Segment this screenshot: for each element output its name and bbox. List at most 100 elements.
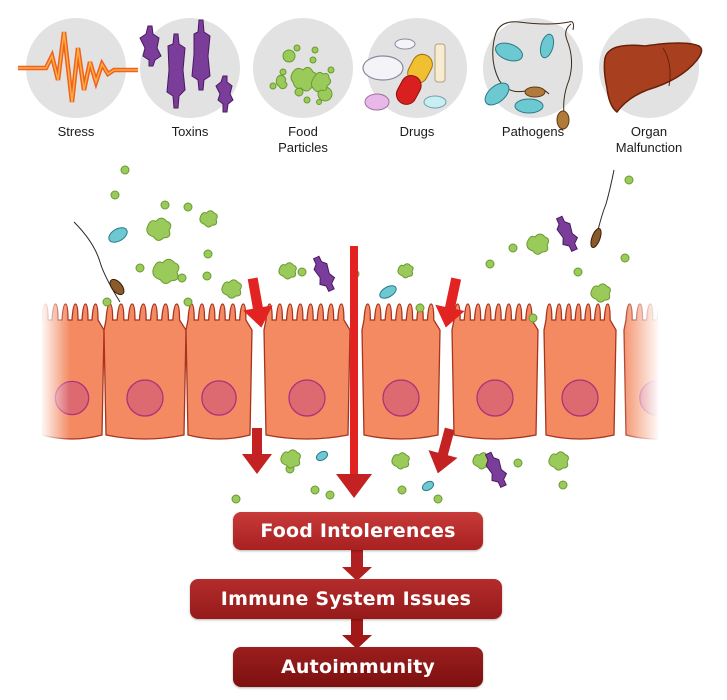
cause-label: Drugs: [399, 124, 435, 139]
flagellate-pathogen-right: [590, 169, 615, 248]
food-particle: [110, 190, 120, 200]
food-particle: [183, 202, 193, 212]
bacterium: [379, 285, 397, 299]
food-particle-cluster: [152, 258, 180, 284]
food-particle: [513, 458, 523, 468]
box-label: Autoimmunity: [281, 656, 435, 678]
stress-icon-disc: [18, 18, 138, 118]
toxins-icon-disc: [139, 18, 240, 118]
cause-label: Toxins: [171, 124, 209, 139]
food-particle-cluster: [221, 279, 242, 299]
bacteria-icon: [484, 21, 574, 130]
bacterium: [421, 480, 435, 492]
cause-label-line: Food: [288, 124, 318, 139]
food-particle-cluster: [397, 263, 414, 279]
pills-icon: [362, 38, 447, 111]
cell-nucleus: [476, 379, 514, 417]
pathogens-icon-disc: [483, 18, 583, 130]
stress-waveform-icon: [18, 31, 138, 103]
food-particle: [573, 267, 583, 277]
food-particle: [231, 494, 241, 504]
food-particle: [120, 165, 130, 175]
food-particle: [433, 494, 443, 504]
arrow-out-gap-left: [242, 428, 272, 474]
food-particle-cluster: [391, 452, 410, 470]
organ-icon-disc: [599, 18, 703, 118]
food-particle: [485, 259, 495, 269]
cell-nucleus: [561, 379, 599, 417]
cause-label-line: Malfunction: [615, 140, 683, 155]
flagellate-pathogen-left: [73, 221, 125, 303]
food-particle-cluster: [278, 262, 297, 280]
food-particle: [203, 249, 213, 259]
autoimmunity-box: Autoimmunity: [233, 647, 483, 687]
cause-stress: Stress: [18, 18, 138, 140]
toxin-molecules-icon: [139, 19, 234, 113]
food-particle: [177, 273, 187, 283]
toxin-molecule: [312, 255, 336, 293]
cause-label: Pathogens: [501, 124, 565, 139]
cause-label-line: Particles: [278, 140, 328, 155]
food-particle: [620, 253, 630, 263]
cause-pathogens: Pathogens: [478, 18, 588, 140]
food-particle: [310, 485, 320, 495]
arrow-out-gap-right: [428, 427, 458, 474]
cause-label: Food Particles: [248, 124, 358, 156]
food-particle: [528, 313, 538, 323]
food-particle: [624, 175, 634, 185]
food-particle-cluster: [590, 283, 611, 303]
food-particle: [508, 243, 518, 253]
food-icon-disc: [253, 18, 353, 118]
epithelial-cell: [103, 303, 187, 440]
cell-nucleus: [288, 379, 326, 417]
cause-organ-malfunction: Organ Malfunction: [594, 18, 704, 156]
food-particle: [415, 303, 425, 313]
food-particle-cluster: [199, 210, 218, 228]
drugs-icon-disc: [362, 18, 467, 118]
epithelial-cell: [263, 303, 351, 440]
left-fade: [40, 300, 70, 460]
arrow-main-central: [336, 246, 372, 498]
food-particle: [397, 485, 407, 495]
arrow-into-gap-left: [243, 277, 273, 328]
cell-nucleus: [126, 379, 164, 417]
food-particles-icon: [269, 44, 335, 105]
epithelial-cell: [451, 303, 539, 440]
cause-label: Organ Malfunction: [594, 124, 704, 156]
immune-system-issues-box: Immune System Issues: [190, 579, 502, 619]
arrow-into-gap-right: [435, 277, 465, 328]
flow-connectors: [342, 549, 372, 649]
liver-icon: [603, 42, 703, 114]
epithelial-cell: [361, 303, 441, 440]
cell-nucleus: [201, 380, 237, 416]
food-particle: [202, 271, 212, 281]
food-particle-cluster: [146, 217, 172, 241]
food-particle: [183, 297, 193, 307]
epithelial-cell: [543, 303, 617, 440]
food-particle: [558, 480, 568, 490]
food-particle: [160, 200, 170, 210]
consequence-flow: Food Intolerences Immune System Issues A…: [0, 505, 727, 700]
particles: [102, 165, 634, 504]
food-particle: [102, 297, 112, 307]
right-fade-solid: [658, 300, 727, 460]
food-particle-cluster: [280, 449, 301, 469]
cause-label-line: Organ: [630, 124, 668, 139]
toxin-molecule: [484, 451, 508, 489]
cause-drugs: Drugs: [362, 18, 472, 140]
food-particle: [325, 490, 335, 500]
epithelial-cell: [185, 303, 253, 440]
bacterium: [108, 227, 128, 243]
box-label: Immune System Issues: [220, 588, 472, 610]
right-fade: [620, 300, 660, 460]
bacterium: [315, 450, 329, 462]
food-particle: [297, 267, 307, 277]
causes-row: Stress Toxins: [0, 0, 727, 165]
intestinal-barrier-illustration: [0, 165, 727, 504]
food-particle-cluster: [548, 451, 569, 471]
left-fade-solid: [0, 300, 42, 460]
epithelial-cells: [39, 303, 691, 440]
food-particle-cluster: [526, 233, 550, 255]
food-particle: [135, 263, 145, 273]
toxin-molecule: [555, 215, 579, 253]
